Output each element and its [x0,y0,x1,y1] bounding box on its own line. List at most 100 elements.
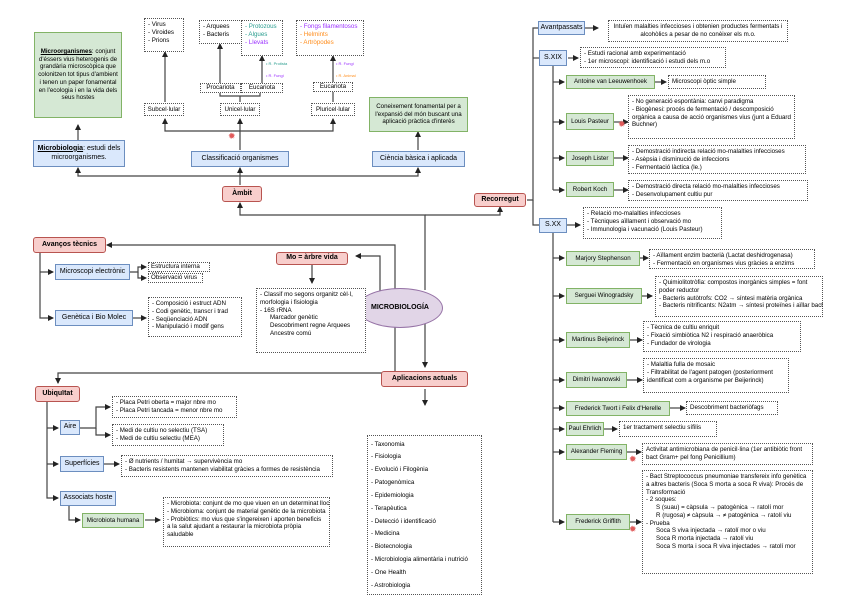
node-superficies[interactable]: Superfícies [60,456,104,472]
microscopi-item-1: Estructura interna cèl·l [148,262,210,278]
list-item: - Fongs filamentosos [300,23,358,30]
person-beijerinck[interactable]: Martinus Beijerinck [566,332,630,348]
node-ciencia-desc[interactable]: Coneixement fonamental per a l'expansió … [369,97,468,132]
label-animal: • R. Animal [336,73,356,78]
microbiota-list: - Microbiota: conjunt de mo que viuen en… [163,497,330,547]
microorganismes-text: Microorganismes: conjunt d'éssers vius h… [37,48,119,102]
list-item: - Bacteris [203,30,230,38]
central-topic[interactable]: MICROBIOLOGÍA [357,288,443,328]
microbiologia-text: Microbiologia: estudi dels microorganism… [34,145,124,163]
list-item: - Microbioma: conjunt de material genèti… [167,507,326,515]
list-item: - Fermentació en organismes vius gràcies… [653,259,795,267]
list-item: - Codi genètic, transcr i trad [152,307,228,315]
list-item: - Algues [245,30,268,38]
list-item: - Classif mo segons organitz cèl·l, [260,291,353,298]
list-item: - Probiòtics: mo vius que s'ingereixen i… [167,515,322,539]
list-item: - Fermentació làctica (le.) [632,163,702,171]
node-ambit[interactable]: Àmbit [222,186,262,202]
node-avantpassats[interactable]: Avantpassats [538,21,585,35]
list-item: - Patogenòmica [371,479,415,487]
list-item: - Asèpsia i disminució de infeccions [632,155,730,163]
gear-icon: ✹ [618,119,626,129]
list-item: - Malaltia fulla de mosaic [647,361,716,368]
griffith-desc: - Bact Streptococcus pneumoniae transfer… [642,470,813,574]
node-ubiquitat[interactable]: Ubiquïtat [35,386,80,402]
node-classificacio[interactable]: Classificació organismes [191,151,289,167]
node-avencos[interactable]: Avanços tècnics [33,237,106,253]
person-iwanowski[interactable]: Dimitri Iwanowski [566,372,627,388]
node-procariota[interactable]: Procariota [200,83,241,93]
person-fleming[interactable]: Alexander Fleming [566,444,627,460]
person-twort-dherelle[interactable]: Frederick Twort i Felix d'Herelle [566,401,670,416]
list-item: - 2 soques: [646,496,677,504]
node-pluricelular[interactable]: Pluricel·lular [311,103,355,116]
genetica-list: - Composició i estruct ADN - Codi genèti… [148,297,242,337]
list-item: - Astrobiologia [371,581,411,589]
list-item: Soca S morta i soca R viva injectades → … [656,542,796,550]
node-microbiota[interactable]: Microbiota humana [82,513,144,528]
list-item: Marcador genètic [270,314,318,322]
list-item: - Viroides [148,28,175,36]
microscopi-item-2: Observació virus [148,273,203,283]
node-aplicacions[interactable]: Aplicacions actuals [381,371,468,387]
list-item: R (rugosa) ≠ càpsula → ≠ patogènica → ra… [656,511,792,519]
list-item: - Microbiota: conjunt de mo que viuen en… [167,500,330,507]
node-microbiologia[interactable]: Microbiologia: estudi dels microorganism… [33,140,125,167]
node-microorganismes[interactable]: Microorganismes: conjunt d'éssers vius h… [34,32,122,118]
gear-icon: ✹ [629,524,637,534]
procariota-list: - Arquees - Bacteris [199,20,242,44]
list-item: - Seqüenciació ADN [152,315,208,323]
list-item: - Estudi racional amb experimentació [584,50,686,57]
list-item: S (suau) = càpsula → patogènica → ratolí… [656,504,784,511]
person-koch[interactable]: Robert Koch [566,182,614,197]
list-item: - Taxonomia [371,440,405,448]
person-winogradsky[interactable]: Serguei Winogradsky [566,288,642,304]
person-pasteur[interactable]: Louis Pasteur [566,113,614,130]
person-lister[interactable]: Joseph Lister [566,151,614,166]
list-item: - Composició i estruct ADN [152,300,226,307]
microbiologia-term: Microbiologia [37,144,84,152]
list-item: - Immunologia i vacunació (Louis Pasteur… [587,225,703,233]
node-subcelular[interactable]: Subcel·lular [144,103,184,116]
superficies-list: - Ø nutrients / humitat → supervivència … [121,455,333,477]
list-item: - Biotecnologia [371,543,412,551]
label-fungi-2: • R. Fungi [336,61,354,66]
person-ehrlich[interactable]: Paul Ehrlich [566,422,604,436]
twort-desc: Descobriment bacteriòfags [686,401,778,415]
node-microscopi[interactable]: Microscopi electrònic [55,264,130,280]
list-item: - Epidemiologia [371,491,414,499]
node-aire[interactable]: Aire [60,420,80,435]
node-eucariota[interactable]: Eucariota [241,83,283,93]
microorganismes-term: Microorganismes [40,47,92,55]
list-item: - Evolució i Filogènia [371,466,429,474]
list-item: - Virus [148,21,166,28]
node-sxix[interactable]: S.XIX [539,50,567,66]
node-genetica[interactable]: Genètica i Bio Molec [55,310,133,326]
node-sxx[interactable]: S.XX [539,218,567,233]
node-associats[interactable]: Associats hoste [60,491,116,506]
person-leeuwenhoek[interactable]: Antoine van Leeuwenhoek [566,75,655,89]
node-unicelular[interactable]: Unicel·lular [220,103,260,116]
list-item: - Helmints [300,30,328,38]
pasteur-desc: - No generació espontània: canvi paradig… [628,95,795,139]
list-item: - Tècnica de cultiu enriquit [647,324,720,331]
node-mo-arbre[interactable]: Mo = àrbre vida [276,252,348,265]
node-eucariota-pluri[interactable]: Eucariota [313,82,353,92]
list-item: - Terapèutica [371,504,407,512]
person-stephenson[interactable]: Marjory Stephenson [566,251,640,266]
list-item: - Placa Petri tancada = menor nbre mo [116,406,223,414]
avantpassats-desc: Intuïen malalties infeccioses i obtenien… [608,20,788,42]
list-item: - No generació espontània: canvi paradig… [632,98,754,105]
person-griffith[interactable]: Frederick Griffith [566,514,630,530]
list-item: - Medicina [371,530,400,538]
list-item: - Manipulació i modif gens [152,323,224,331]
node-ciencia[interactable]: Ciència bàsica i aplicada [372,151,465,167]
leeuwenhoek-desc: Microscopi òptic simple [668,75,766,89]
list-item: - Placa Petri oberta = major nbre mo [116,399,216,406]
node-recorregut[interactable]: Recorregut [474,193,526,207]
sxx-list: - Relació mo-malalties infeccioses - Tèc… [583,207,722,239]
list-item: - Bacteris resistents mantenen viabilita… [125,465,320,473]
gear-icon: ✹ [228,131,236,141]
fleming-desc: Activitat antimicrobiana de penicil·lina… [642,443,813,465]
aplicacions-list: - Taxonomia - Fisiologia - Evolució i Fi… [367,435,482,595]
